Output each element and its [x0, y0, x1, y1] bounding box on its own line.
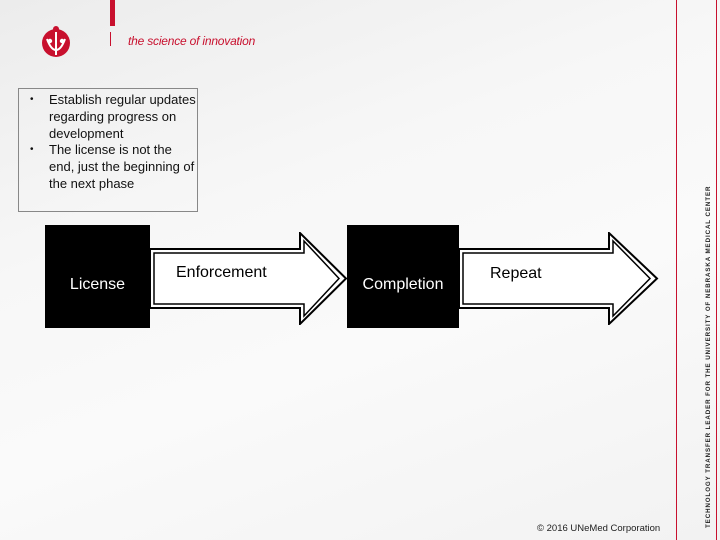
bullet-text: Establish regular updates regarding prog… [49, 92, 196, 141]
bullet-item: • Establish regular updates regarding pr… [29, 92, 199, 142]
bullet-dot-icon: • [30, 144, 34, 156]
bullet-text: The license is not the end, just the beg… [49, 142, 195, 191]
arrow-repeat-icon [459, 232, 659, 325]
right-rule-outer [716, 0, 717, 540]
right-rule-inner [676, 0, 677, 540]
stage-completion-box: Completion [347, 225, 459, 328]
unemed-logo-icon [42, 26, 70, 57]
bullet-list: • Establish regular updates regarding pr… [29, 92, 199, 193]
brand-tagline: the science of innovation [128, 34, 256, 48]
stage-enforcement-label: Enforcement [176, 264, 267, 281]
vertical-brand-statement: TECHNOLOGY TRANSFER LEADER FOR THE UNIVE… [705, 185, 712, 528]
copyright-notice: © 2016 UNeMed Corporation [537, 523, 661, 534]
stage-license-label: License [69, 276, 126, 293]
bullet-text-box: • Establish regular updates regarding pr… [18, 88, 198, 212]
stage-completion-label: Completion [362, 276, 444, 293]
stage-repeat-label: Repeat [490, 265, 542, 282]
bullet-dot-icon: • [30, 94, 34, 105]
stage-license-box: License [45, 225, 150, 328]
header-divider [110, 32, 111, 46]
bullet-item: • The license is not the end, just the b… [29, 142, 199, 192]
header-accent-bar [110, 0, 115, 26]
arrow-enforcement-icon [150, 232, 348, 325]
